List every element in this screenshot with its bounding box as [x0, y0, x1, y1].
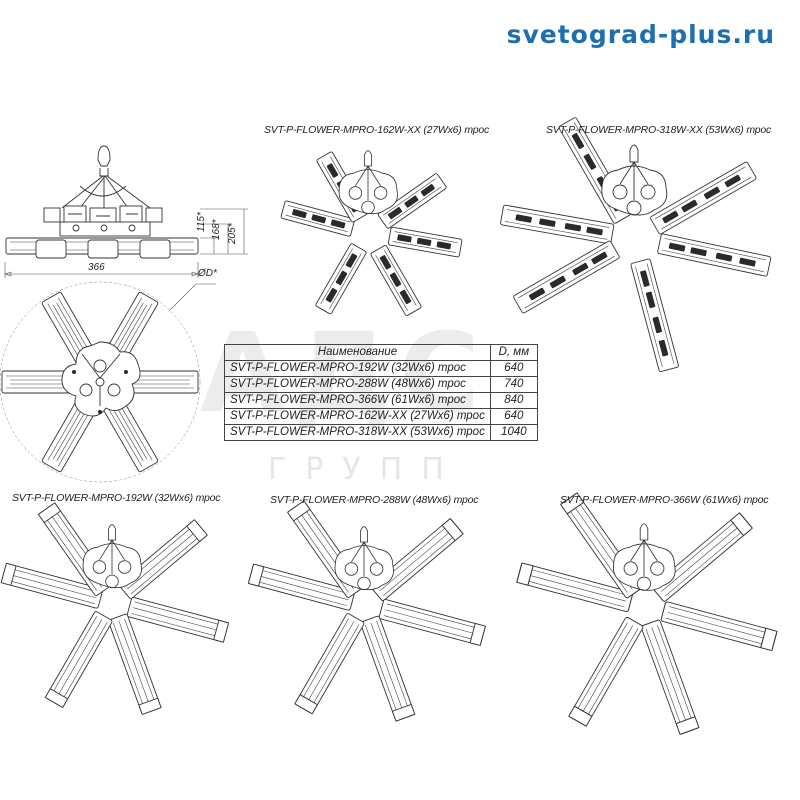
table-cell-name: SVT-P-FLOWER-MPRO-318W-XX (53Wx6) трос [224, 424, 491, 441]
table-cell-name: SVT-P-FLOWER-MPRO-192W (32Wx6) трос [224, 360, 491, 377]
column-header-diameter: D, мм [489, 344, 538, 361]
table-cell-diameter: 640 [489, 408, 538, 425]
table-cell-name: SVT-P-FLOWER-MPRO-366W (61Wx6) трос [224, 392, 491, 409]
height-205-label: 205* [227, 223, 238, 244]
height-168-label: 168* [211, 219, 222, 240]
table-cell-name: SVT-P-FLOWER-MPRO-288W (48Wx6) трос [224, 376, 491, 393]
watermark-subtitle: ГРУПП [268, 452, 463, 487]
luminaire-366w-drawing [516, 492, 778, 735]
table-row: SVT-P-FLOWER-MPRO-318W-XX (53Wx6) трос 1… [224, 424, 538, 441]
height-115-label: 115* [196, 212, 207, 232]
luminaire-318w-drawing [499, 116, 772, 373]
top-view-drawing [1, 291, 199, 473]
luminaire-288w-drawing [247, 500, 486, 722]
table-header-row: Наименование D, мм [224, 344, 538, 361]
table-row: SVT-P-FLOWER-MPRO-192W (32Wx6) трос 640 [224, 360, 538, 377]
table-row: SVT-P-FLOWER-MPRO-366W (61Wx6) трос 840 [224, 392, 538, 409]
diameter-label: ØD* [198, 268, 217, 279]
table-cell-diameter: 640 [489, 360, 538, 377]
site-brand[interactable]: svetograd-plus.ru [506, 20, 775, 49]
luminaire-162w-drawing [280, 150, 463, 317]
caption-288w: SVT-P-FLOWER-MPRO-288W (48Wx6) трос [270, 494, 479, 506]
table-cell-diameter: 840 [489, 392, 538, 409]
table-row: SVT-P-FLOWER-MPRO-162W-XX (27Wx6) трос 6… [224, 408, 538, 425]
suspension-hook-icon [61, 145, 151, 210]
caption-366w: SVT-P-FLOWER-MPRO-366W (61Wx6) трос [560, 494, 769, 506]
column-header-name: Наименование [224, 344, 491, 361]
width-dimension-label: 366 [88, 262, 105, 273]
luminaire-192w-drawing [0, 502, 230, 715]
caption-318w: SVT-P-FLOWER-MPRO-318W-XX (53Wx6) трос [546, 124, 772, 136]
diameter-table: Наименование D, мм SVT-P-FLOWER-MPRO-192… [224, 344, 538, 441]
caption-192w: SVT-P-FLOWER-MPRO-192W (32Wx6) трос [12, 492, 221, 504]
table-cell-name: SVT-P-FLOWER-MPRO-162W-XX (27Wx6) трос [224, 408, 491, 425]
table-row: SVT-P-FLOWER-MPRO-288W (48Wx6) трос 740 [224, 376, 538, 393]
table-cell-diameter: 740 [489, 376, 538, 393]
caption-162w: SVT-P-FLOWER-MPRO-162W-XX (27Wx6) трос [264, 124, 490, 136]
table-cell-diameter: 1040 [489, 424, 538, 441]
